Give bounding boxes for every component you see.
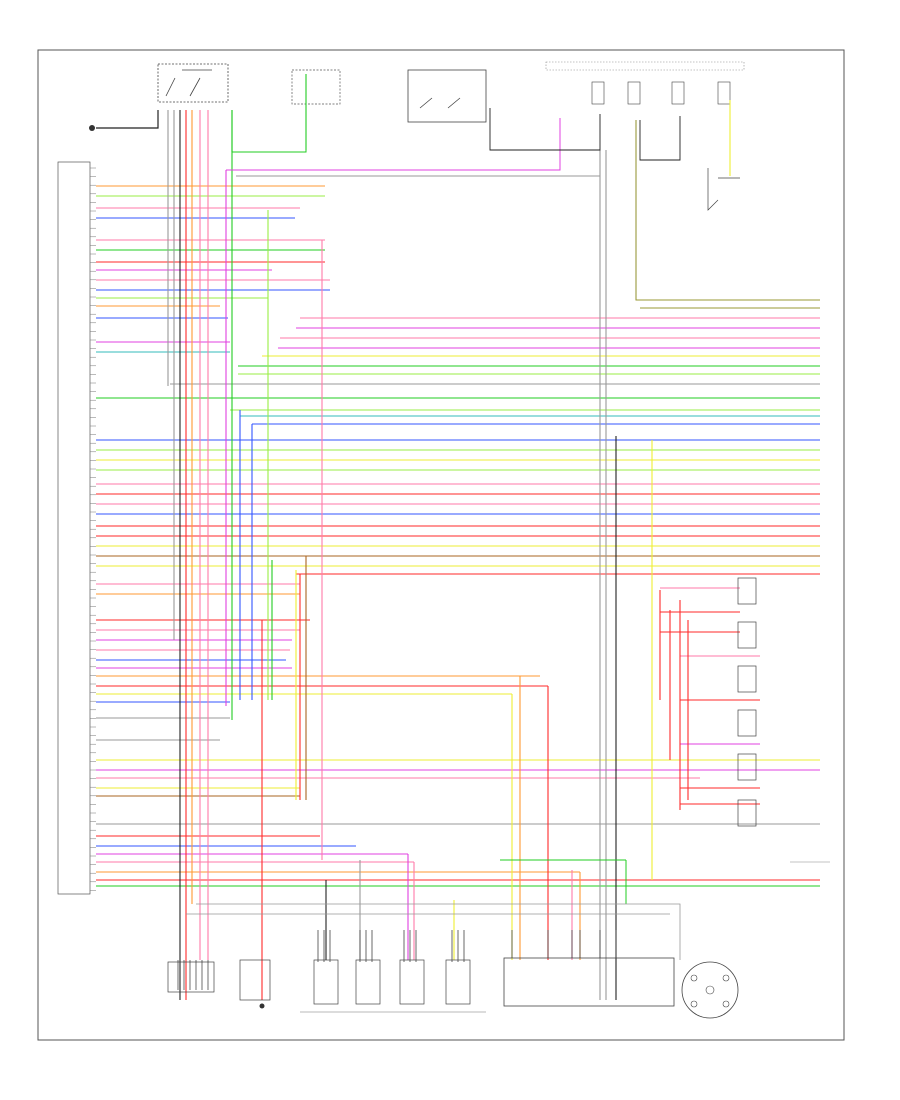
fuse-2 [627, 81, 641, 105]
fuse-connector-bottom [167, 961, 215, 993]
sensor-5 [737, 753, 757, 781]
top-wire [489, 108, 601, 151]
top-wire [232, 110, 307, 153]
distributor [503, 957, 675, 1007]
switch-box [407, 69, 487, 123]
sensor-3 [737, 665, 757, 693]
sensor-4 [737, 709, 757, 737]
top-wire [635, 120, 820, 301]
sensor-6 [737, 799, 757, 827]
ecm-wires [96, 185, 820, 887]
bottom-wire [500, 859, 627, 904]
ecm-connector [57, 161, 96, 895]
fuse-block-top [545, 61, 745, 71]
ecm-pin-ticks [90, 167, 96, 891]
vertical-wires [167, 74, 820, 1000]
top-components [89, 61, 745, 211]
distributor-cap [681, 961, 739, 1019]
right-sensors [737, 577, 830, 863]
main-relay [157, 63, 229, 103]
injector-1 [313, 959, 339, 1005]
bottom-wire-bundles [177, 930, 617, 990]
sensor-1 [737, 577, 757, 605]
injector-2 [355, 959, 381, 1005]
dlc-connector [239, 959, 271, 1001]
ground-point-top [89, 125, 95, 131]
top-wire [639, 116, 681, 161]
fuse-1 [591, 81, 605, 105]
relay-box-2 [291, 69, 341, 105]
diagram-frame [37, 49, 845, 1041]
injector-3 [399, 959, 425, 1005]
fuse-3 [671, 81, 685, 105]
bottom-components [167, 903, 739, 1019]
sensor-2 [737, 621, 757, 649]
injector-4 [445, 959, 471, 1005]
top-wire [226, 118, 561, 171]
fuse-4 [717, 81, 731, 105]
ecm-relay-label-block [236, 66, 270, 86]
